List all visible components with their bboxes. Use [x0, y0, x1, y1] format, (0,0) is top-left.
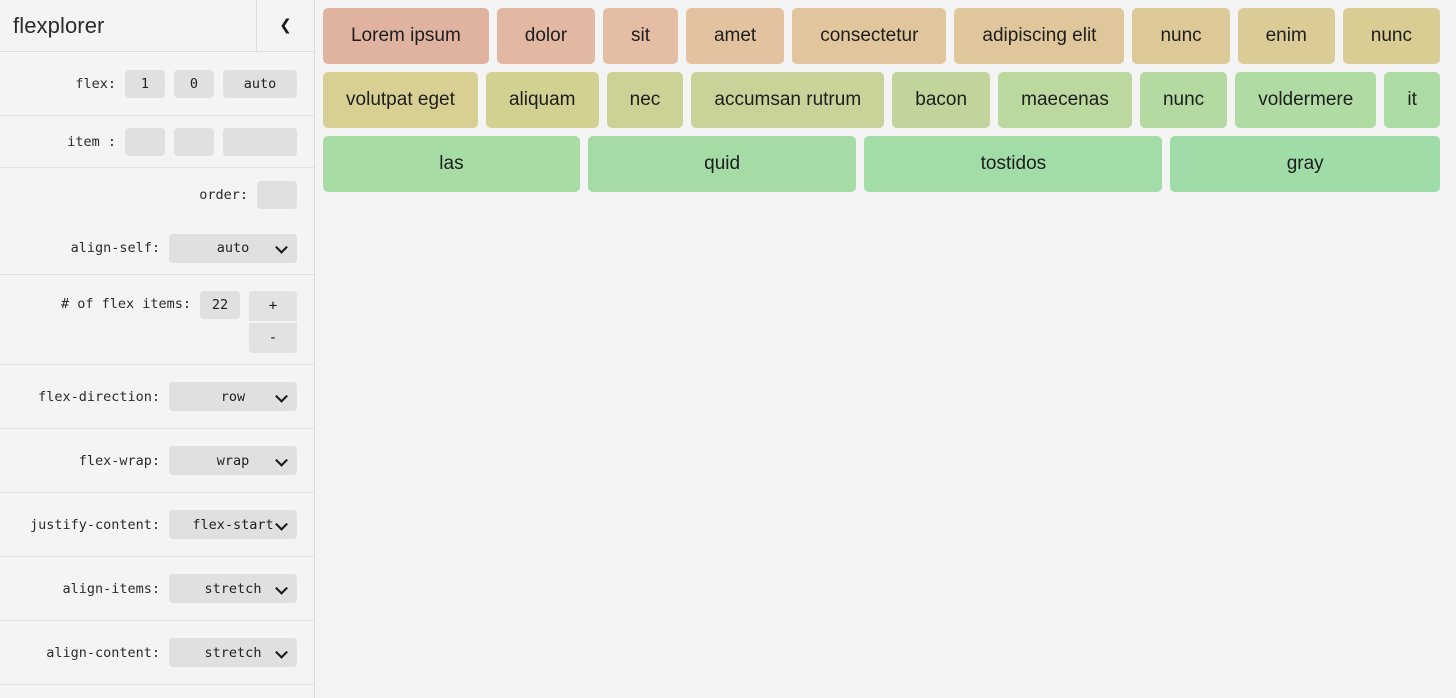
- align-content-select-wrap: stretch: [169, 638, 297, 667]
- order-input[interactable]: [257, 181, 297, 209]
- sidebar-collapse-button[interactable]: ❮: [256, 0, 314, 51]
- flex-wrap-select[interactable]: wrap: [169, 446, 297, 475]
- row-flex-item-count: # of flex items: + -: [0, 275, 314, 365]
- row-flex-wrap: flex-wrap: wrap: [0, 429, 314, 493]
- label-align-content: align-content:: [46, 644, 160, 661]
- flex-wrap-select-wrap: wrap: [169, 446, 297, 475]
- row-item: item :: [0, 116, 314, 168]
- row-align-self: align-self: auto: [0, 222, 314, 275]
- flex-grow-input[interactable]: [125, 69, 165, 98]
- label-flex-wrap: flex-wrap:: [78, 452, 160, 469]
- label-flex-item-count: # of flex items:: [60, 296, 191, 312]
- increase-items-button[interactable]: +: [249, 291, 297, 321]
- flex-item[interactable]: sit: [603, 8, 678, 64]
- label-align-items: align-items:: [62, 580, 160, 597]
- flex-item[interactable]: volutpat eget: [323, 72, 478, 128]
- row-justify-content: justify-content: flex-start: [0, 493, 314, 557]
- flex-item[interactable]: las: [323, 136, 580, 192]
- flex-item[interactable]: it: [1384, 72, 1440, 128]
- item-input-3[interactable]: [223, 127, 297, 156]
- row-align-content: align-content: stretch: [0, 621, 314, 685]
- align-content-select[interactable]: stretch: [169, 638, 297, 667]
- app-title: flexplorer: [13, 12, 105, 38]
- align-self-select-wrap: auto: [169, 233, 297, 263]
- label-order: order:: [199, 187, 248, 203]
- flex-item[interactable]: adipiscing elit: [954, 8, 1125, 64]
- flex-item[interactable]: consectetur: [792, 8, 947, 64]
- flex-direction-select[interactable]: row: [169, 382, 297, 411]
- align-self-select[interactable]: auto: [169, 233, 297, 263]
- flex-item[interactable]: accumsan rutrum: [691, 72, 885, 128]
- flex-item[interactable]: bacon: [892, 72, 991, 128]
- flex-shrink-input[interactable]: [174, 69, 214, 98]
- chevron-left-icon: ❮: [279, 16, 292, 34]
- flex-direction-select-wrap: row: [169, 382, 297, 411]
- flex-item[interactable]: tostidos: [864, 136, 1163, 192]
- flex-basis-input[interactable]: [223, 69, 297, 98]
- row-flex: flex:: [0, 52, 314, 116]
- justify-content-select-wrap: flex-start: [169, 510, 297, 539]
- row-flex-direction: flex-direction: row: [0, 365, 314, 429]
- label-align-self: align-self:: [70, 240, 160, 256]
- sidebar-header: flexplorer ❮: [0, 0, 314, 52]
- flex-item[interactable]: nunc: [1132, 8, 1230, 64]
- label-flex: flex:: [75, 75, 116, 92]
- flex-item-count-input[interactable]: [200, 291, 240, 319]
- item-input-1[interactable]: [125, 127, 165, 156]
- flex-item[interactable]: voldermere: [1235, 72, 1377, 128]
- flex-item[interactable]: gray: [1170, 136, 1440, 192]
- flex-item-count-stepper: + -: [249, 291, 297, 353]
- row-order: order:: [0, 168, 314, 222]
- flex-item[interactable]: quid: [587, 136, 857, 192]
- row-align-items: align-items: stretch: [0, 557, 314, 621]
- label-justify-content: justify-content:: [29, 516, 160, 533]
- sidebar: flexplorer ❮ flex: item : order: align-s…: [0, 0, 315, 698]
- flex-item[interactable]: nunc: [1342, 8, 1440, 64]
- flex-item[interactable]: maecenas: [998, 72, 1132, 128]
- label-flex-direction: flex-direction:: [38, 388, 160, 405]
- flex-item[interactable]: nec: [606, 72, 684, 128]
- flex-item[interactable]: Lorem ipsum: [323, 8, 489, 64]
- flex-item[interactable]: enim: [1237, 8, 1335, 64]
- flex-item[interactable]: nunc: [1139, 72, 1228, 128]
- justify-content-select[interactable]: flex-start: [169, 510, 297, 539]
- flex-item[interactable]: dolor: [496, 8, 596, 64]
- label-item: item :: [67, 133, 116, 150]
- item-input-2[interactable]: [174, 127, 214, 156]
- flex-item[interactable]: amet: [685, 8, 785, 64]
- flex-item[interactable]: aliquam: [485, 72, 599, 128]
- decrease-items-button[interactable]: -: [249, 323, 297, 353]
- align-items-select-wrap: stretch: [169, 574, 297, 603]
- flex-item-count-controls: + -: [200, 291, 297, 353]
- align-items-select[interactable]: stretch: [169, 574, 297, 603]
